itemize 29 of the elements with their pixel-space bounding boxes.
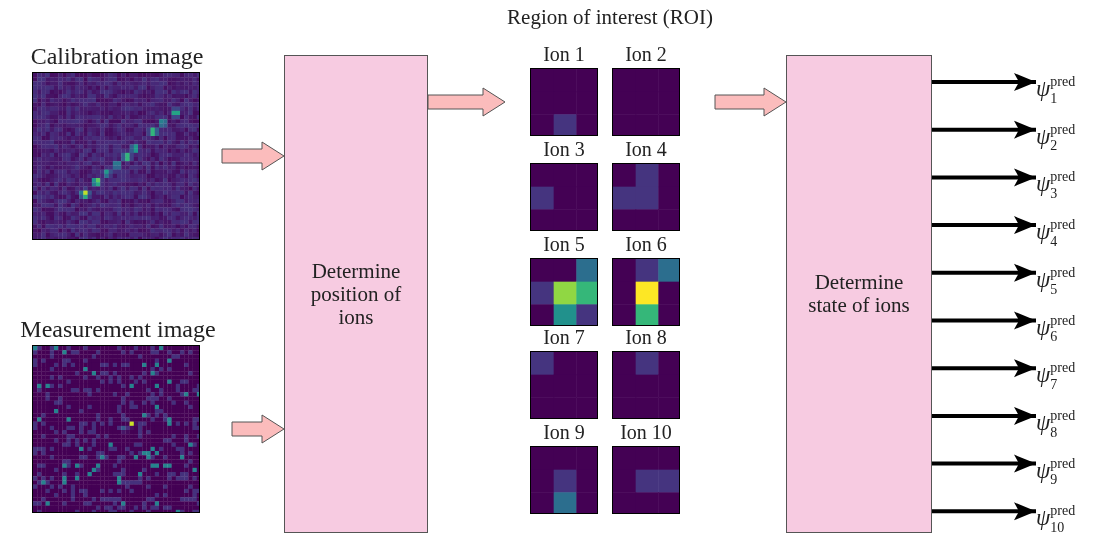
ion-label: Ion 4 [624, 137, 668, 161]
ion-label: Ion 9 [542, 420, 586, 444]
arrow [932, 359, 1036, 378]
ion-label: Ion 5 [542, 232, 586, 256]
ion-label: Ion 7 [542, 325, 586, 349]
image-title: Measurement image [19, 316, 217, 343]
arrow [932, 263, 1036, 282]
ion-label: Ion 6 [624, 232, 668, 256]
ion-label: Ion 10 [619, 420, 673, 444]
block-arrow [427, 87, 506, 117]
arrow [932, 311, 1036, 330]
panel-title: Region of interest (ROI) [506, 4, 714, 30]
arrow [932, 120, 1036, 139]
arrow [932, 73, 1036, 91]
arrow [932, 502, 1036, 521]
arrow [932, 216, 1036, 235]
arrow [932, 168, 1036, 187]
ion-label: Ion 3 [542, 137, 586, 161]
ion-label: Ion 8 [624, 325, 668, 349]
process-box: Determine position of ions [284, 55, 428, 533]
process-box: Determine state of ions [786, 55, 932, 533]
block-arrow [231, 414, 285, 444]
arrow [932, 454, 1036, 473]
arrow [932, 406, 1036, 425]
block-arrow [714, 87, 787, 117]
ion-label: Ion 2 [624, 42, 668, 66]
ion-label: Ion 1 [542, 42, 586, 66]
image-title: Calibration image [29, 42, 205, 70]
block-arrow [221, 141, 285, 171]
